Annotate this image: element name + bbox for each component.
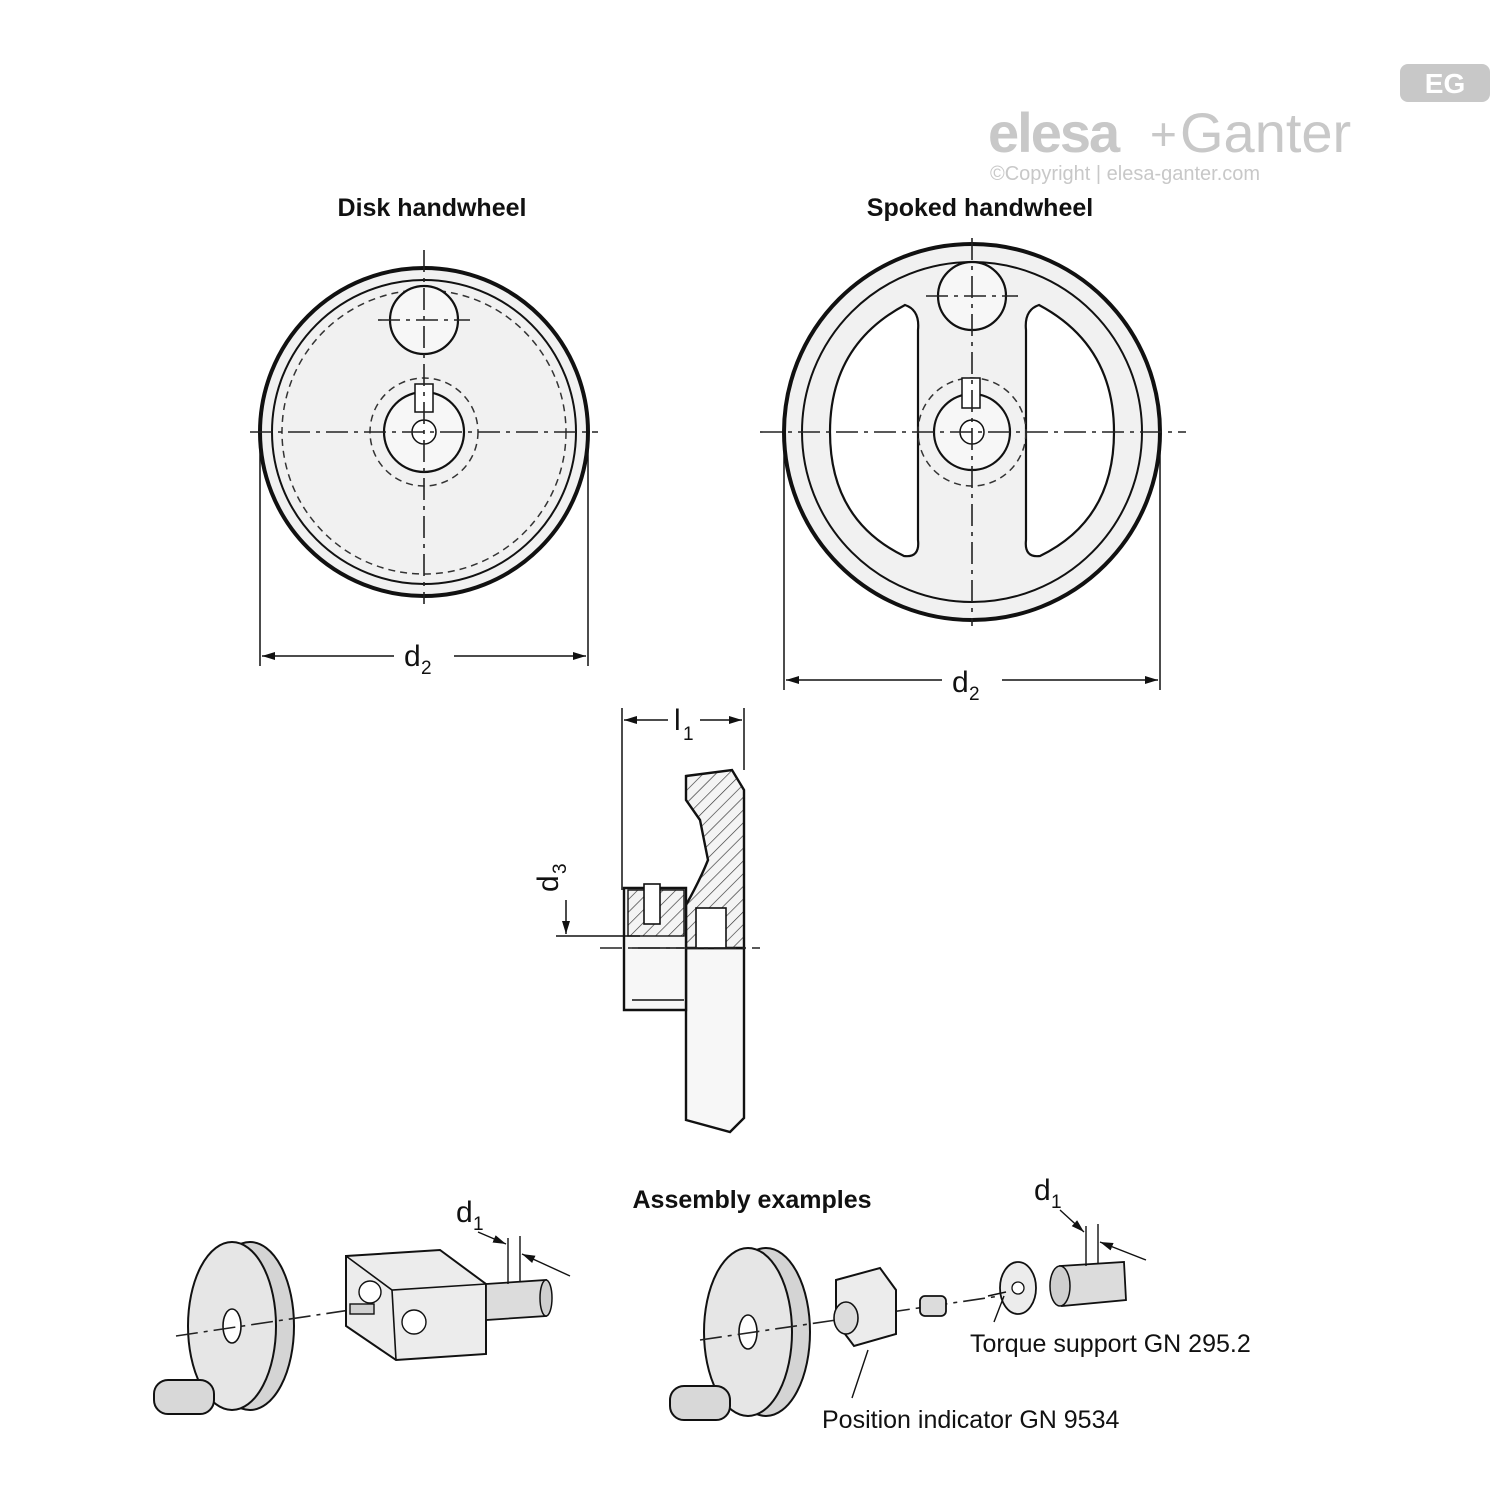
right-d1-label: d bbox=[1034, 1174, 1051, 1207]
section-view: l 1 d 3 bbox=[532, 704, 760, 1134]
disk-handwheel-title: Disk handwheel bbox=[338, 194, 527, 222]
spoked-d2-subscript: 2 bbox=[969, 684, 980, 705]
spoked-left-window bbox=[828, 303, 920, 558]
d3-subscript: 3 bbox=[550, 863, 571, 874]
l1-subscript: 1 bbox=[683, 724, 694, 745]
assembly-title: Assembly examples bbox=[632, 1186, 871, 1214]
disk-handwheel-view: Disk handwheel d 2 bbox=[250, 194, 598, 679]
spoked-handwheel-view: Spoked handwheel d 2 bbox=[760, 194, 1186, 705]
left-d1-subscript: 1 bbox=[473, 1214, 484, 1235]
section-setscrew bbox=[643, 883, 661, 925]
spoked-right-window bbox=[1024, 303, 1116, 558]
section-disk-lower bbox=[684, 946, 746, 1134]
disk-d2-label: d bbox=[404, 640, 421, 673]
copyright-text: ©Copyright | elesa-ganter.com bbox=[990, 163, 1260, 185]
assembly-example-right: d 1 Torque support GN 295.2 Position ind… bbox=[669, 1174, 1251, 1434]
logo-badge bbox=[1400, 64, 1490, 102]
l1-label: l bbox=[674, 704, 681, 737]
spoked-handwheel-title: Spoked handwheel bbox=[867, 194, 1093, 222]
right-d1-subscript: 1 bbox=[1051, 1192, 1062, 1213]
disk-d2-subscript: 2 bbox=[421, 658, 432, 679]
brand-logo: EG elesa + Ganter ©Copyright | elesa-gan… bbox=[988, 64, 1490, 185]
logo-ganter: Ganter bbox=[1180, 101, 1351, 164]
logo-plus: + bbox=[1150, 108, 1177, 160]
coupling bbox=[919, 1295, 947, 1317]
assembly-example-left: d 1 bbox=[153, 1196, 571, 1415]
spoked-d2-label: d bbox=[952, 666, 969, 699]
d3-label: d bbox=[532, 875, 565, 892]
torque-support-label: Torque support GN 295.2 bbox=[970, 1330, 1251, 1358]
right-handle-grip bbox=[669, 1385, 731, 1421]
spoked-setscrew bbox=[961, 377, 981, 409]
position-indicator-label: Position indicator GN 9534 bbox=[822, 1406, 1119, 1434]
logo-badge-text: EG bbox=[1425, 68, 1465, 99]
left-wheel-bore bbox=[222, 1308, 242, 1344]
left-shaft bbox=[485, 1279, 547, 1321]
left-gearbox bbox=[345, 1248, 487, 1362]
section-bore-insert bbox=[695, 907, 727, 949]
left-d1-label: d bbox=[456, 1196, 473, 1229]
logo-elesa: elesa bbox=[988, 101, 1121, 164]
left-handle-grip bbox=[153, 1379, 215, 1415]
